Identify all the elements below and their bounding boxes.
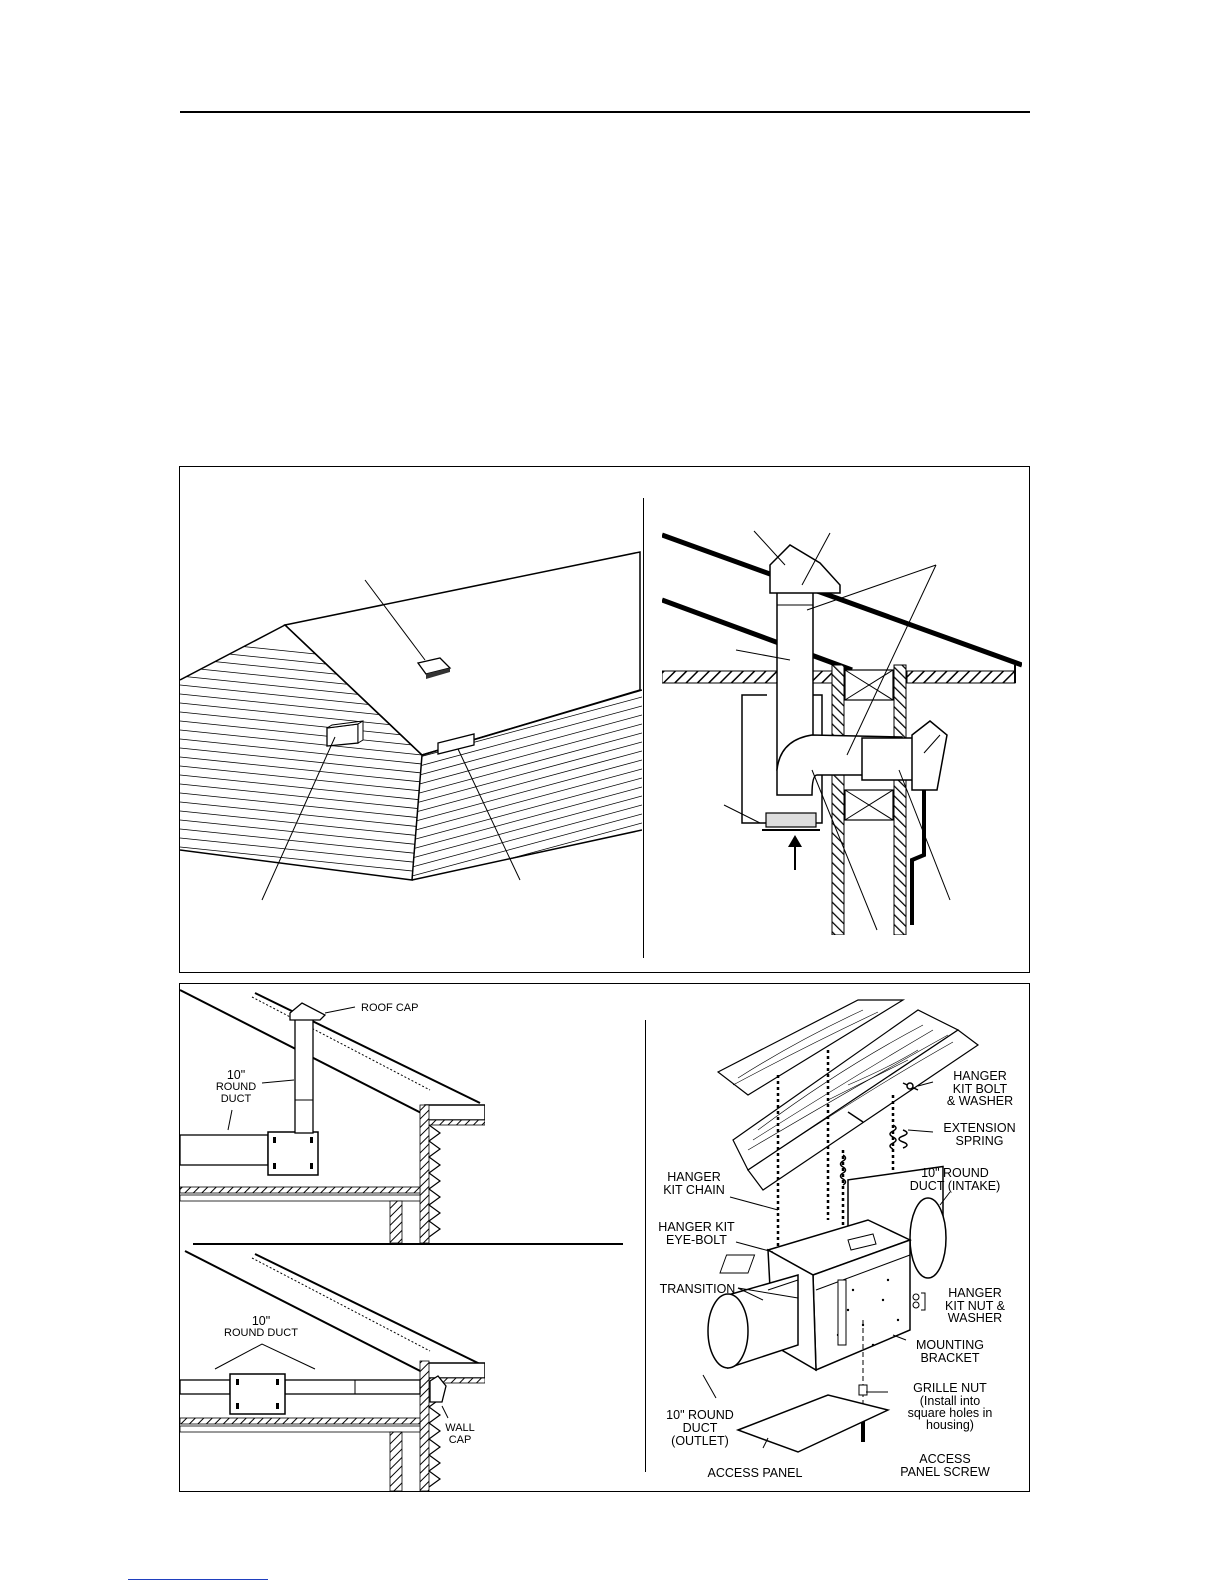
sub-figure-divider bbox=[193, 1243, 623, 1245]
siding-line bbox=[180, 738, 422, 765]
gable-wall-vent bbox=[326, 720, 364, 747]
siding-line bbox=[412, 714, 642, 778]
round-duct-intake-label-2: DUCT (INTAKE) bbox=[909, 1179, 1001, 1193]
extension-springs bbox=[839, 1124, 908, 1186]
round-duct-vertical-label-1: 10" bbox=[226, 1068, 246, 1082]
figure-panel-bottom bbox=[179, 983, 1030, 1492]
siding-line bbox=[180, 747, 422, 774]
siding-line bbox=[412, 777, 642, 841]
roof-cap-installation-illustration bbox=[180, 989, 485, 1243]
siding-line bbox=[180, 720, 422, 747]
mounting-bracket-label-2: BRACKET bbox=[920, 1351, 980, 1365]
wood-joists bbox=[716, 999, 980, 1191]
outlet-duct bbox=[707, 1274, 799, 1370]
access-panel-screw-label-2: PANEL SCREW bbox=[900, 1465, 990, 1479]
siding-line bbox=[412, 786, 642, 850]
round-duct-horizontal-label-2: ROUND DUCT bbox=[224, 1327, 298, 1339]
round-duct-outlet-label-2: DUCT bbox=[682, 1421, 718, 1435]
siding-line bbox=[180, 819, 422, 846]
header-rule bbox=[180, 111, 1030, 113]
siding-line bbox=[412, 732, 642, 796]
round-duct-intake-label-1: 10" ROUND bbox=[921, 1166, 989, 1180]
round-duct-vertical-label-3: DUCT bbox=[220, 1093, 252, 1105]
siding-line bbox=[412, 804, 642, 868]
access-panel-plate bbox=[735, 1394, 891, 1453]
hanger-kit-chain-label-1: HANGER bbox=[667, 1170, 721, 1184]
siding-line bbox=[180, 828, 422, 855]
siding-line bbox=[180, 729, 422, 756]
extension-spring-label-2: SPRING bbox=[955, 1134, 1004, 1148]
siding-line bbox=[412, 795, 642, 859]
siding-line bbox=[180, 837, 422, 864]
siding-line bbox=[412, 831, 642, 880]
siding-line bbox=[412, 759, 642, 823]
siding-line bbox=[180, 846, 422, 873]
siding-line bbox=[180, 792, 422, 819]
siding-line bbox=[412, 741, 642, 805]
footer-link-underline[interactable] bbox=[128, 1579, 268, 1580]
grille-nut-label-4: housing) bbox=[926, 1418, 974, 1432]
siding-line bbox=[180, 783, 422, 810]
soffit-vent bbox=[437, 733, 475, 755]
grille-nut-label-3: square holes in bbox=[907, 1406, 993, 1420]
figure-divider-bottom bbox=[645, 1020, 646, 1472]
hanger-kit-eye-bolt-label-2: EYE-BOLT bbox=[666, 1233, 727, 1247]
hanger-kit-nut-label-3: WASHER bbox=[947, 1311, 1003, 1325]
wall-cap-label-1: WALL bbox=[445, 1422, 475, 1434]
transition-label: TRANSITION bbox=[659, 1282, 736, 1296]
round-duct-vertical-label-2: ROUND bbox=[215, 1081, 257, 1093]
hanger-bolts bbox=[847, 1082, 919, 1123]
wall-cap-label-2: CAP bbox=[448, 1434, 472, 1446]
round-duct-outlet-label-1: 10" ROUND bbox=[666, 1408, 734, 1422]
hanger-kit-eye-bolt-label-1: HANGER KIT bbox=[658, 1220, 735, 1234]
siding-line bbox=[180, 756, 422, 783]
siding-line bbox=[180, 702, 422, 729]
extension-spring-label-1: EXTENSION bbox=[943, 1121, 1016, 1135]
siding-line bbox=[180, 711, 422, 738]
siding-line bbox=[180, 765, 422, 792]
house-exterior-illustration: /* lines drawn below */ bbox=[180, 551, 642, 901]
hanger-kit-bolt-label-3: & WASHER bbox=[946, 1094, 1014, 1108]
siding-line bbox=[180, 873, 422, 880]
access-panel-screw-label-1: ACCESS bbox=[919, 1452, 971, 1466]
siding-line bbox=[180, 864, 422, 880]
figure-panel-top bbox=[179, 466, 1030, 973]
round-duct-horizontal-label-1: 10" bbox=[251, 1314, 271, 1328]
siding-line bbox=[412, 723, 642, 787]
hanger-kit-bolt-label-2: KIT BOLT bbox=[952, 1082, 1008, 1096]
siding-line bbox=[412, 705, 642, 769]
figure-divider-top bbox=[643, 498, 644, 958]
roof-vent bbox=[416, 657, 452, 679]
mounting-bracket-label-1: MOUNTING bbox=[915, 1338, 985, 1352]
nut-washer-parts bbox=[912, 1293, 920, 1309]
hanger-kit-nut-label-2: KIT NUT & bbox=[945, 1299, 1005, 1313]
access-panel-label: ACCESS PANEL bbox=[707, 1466, 803, 1480]
roof-cap-label: ROOF CAP bbox=[361, 1002, 419, 1014]
hanger-kit-chain-label-2: KIT CHAIN bbox=[663, 1183, 725, 1197]
siding-line bbox=[180, 810, 422, 837]
hanger-kit-exploded-illustration bbox=[702, 999, 980, 1453]
round-duct-outlet-label-3: (OUTLET) bbox=[671, 1434, 729, 1448]
siding-line bbox=[180, 801, 422, 828]
siding-line bbox=[412, 750, 642, 814]
hanger-kit-nut-label-1: HANGER bbox=[948, 1286, 1002, 1300]
wall-cap-installation-illustration bbox=[180, 1250, 485, 1491]
siding-line bbox=[412, 813, 642, 877]
hanger-kit-bolt-label-1: HANGER bbox=[953, 1069, 1007, 1083]
siding-line bbox=[180, 774, 422, 801]
grille-nut-label-2: (Install into bbox=[919, 1394, 981, 1408]
siding-line bbox=[412, 822, 642, 880]
duct-cross-section-illustration bbox=[662, 530, 1022, 935]
grille-nut-label-1: GRILLE NUT bbox=[913, 1381, 987, 1395]
siding-line bbox=[412, 768, 642, 832]
